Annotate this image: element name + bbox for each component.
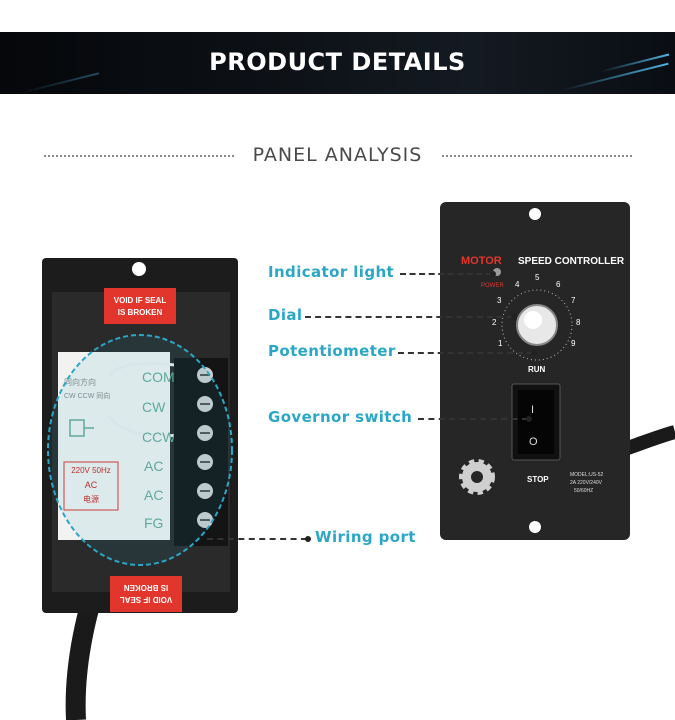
- model-line-3: 50/60HZ: [574, 488, 593, 494]
- dial-scale: [501, 289, 573, 361]
- terminal-label-cw: CW: [142, 399, 166, 415]
- section-heading: PANEL ANALYSIS: [0, 144, 675, 168]
- dial-num-2: 2: [492, 318, 497, 327]
- seal-top-line1: VOID IF SEAL: [114, 296, 167, 305]
- run-label: RUN: [528, 365, 546, 374]
- label-chinese: 同向方向: [64, 377, 96, 387]
- leader-wiring-port: [207, 536, 311, 542]
- voltage-text: 220V 50Hz: [71, 466, 111, 475]
- dial-num-9: 9: [571, 339, 576, 348]
- seal-bottom-line1: VOID IF SEAL: [120, 595, 173, 604]
- wiring-label: [58, 352, 170, 540]
- model-line-1: MODEL:US-52: [570, 472, 604, 478]
- callout-potentiometer: Potentiometer: [268, 342, 396, 360]
- mount-hole-top-front: [529, 208, 541, 220]
- dial-num-8: 8: [576, 318, 581, 327]
- dial-num-5: 5: [535, 273, 540, 282]
- seal-bottom-line2: IS BROKEN: [124, 583, 169, 592]
- terminal-label-ac1: AC: [144, 458, 163, 474]
- dial-num-3: 3: [497, 296, 502, 305]
- terminal-label-com: COM: [142, 369, 175, 385]
- stop-label: STOP: [527, 475, 549, 484]
- brand-text: MOTOR: [461, 255, 502, 267]
- dial-num-6: 6: [556, 280, 561, 289]
- capacitor-symbol: [69, 419, 94, 437]
- dial-num-1: 1: [498, 339, 503, 348]
- leader-governor-switch: [418, 416, 532, 422]
- leader-dial: [305, 314, 517, 320]
- switch-on-mark: I: [531, 404, 534, 416]
- voltage-cn: 电源: [83, 494, 99, 504]
- banner-title: PRODUCT DETAILS: [209, 48, 466, 76]
- leader-potentiometer: [398, 350, 537, 356]
- callout-dial: Dial: [268, 306, 303, 324]
- header-banner: PRODUCT DETAILS: [0, 32, 675, 94]
- callout-governor-switch: Governor switch: [268, 408, 413, 426]
- wiring-highlight-ring: [47, 334, 233, 566]
- dial-num-7: 7: [571, 296, 576, 305]
- terminal-screws: [197, 367, 213, 528]
- power-label: POWER: [481, 283, 504, 289]
- mount-hole-top: [132, 262, 146, 276]
- terminal-label-fg: FG: [144, 515, 163, 531]
- section-title: PANEL ANALYSIS: [252, 144, 423, 166]
- voltage-ac: AC: [85, 480, 98, 490]
- mount-hole-bottom-front: [529, 521, 541, 533]
- terminal-label-ccw: CCW: [142, 429, 176, 445]
- front-controller: MOTOR SPEED CONTROLLER POWER 1 2 3 4 5 6…: [440, 202, 630, 540]
- switch-off-mark: O: [529, 436, 538, 448]
- callout-indicator-light: Indicator light: [268, 263, 395, 281]
- model-line-2: 2A 220V/240V: [570, 480, 603, 486]
- callout-wiring-port: Wiring port: [315, 528, 416, 546]
- voltage-box: [63, 461, 119, 511]
- seal-sticker-bottom: [110, 576, 182, 612]
- gear-icon: [459, 459, 495, 495]
- power-cable-left: [65, 595, 102, 720]
- back-controller: VOID IF SEAL IS BROKEN 同向方向 CW CCW 同向 22…: [42, 258, 238, 613]
- label-cw-ccw: CW CCW 同向: [64, 391, 110, 400]
- leader-indicator-light: [400, 271, 496, 277]
- divider-right: [442, 155, 632, 157]
- dial-num-4: 4: [515, 280, 520, 289]
- panel-title: SPEED CONTROLLER: [518, 256, 625, 267]
- terminal-label-ac2: AC: [144, 487, 163, 503]
- seal-sticker-top: [104, 288, 176, 324]
- divider-left: [44, 155, 234, 157]
- seal-top-line2: IS BROKEN: [118, 308, 163, 317]
